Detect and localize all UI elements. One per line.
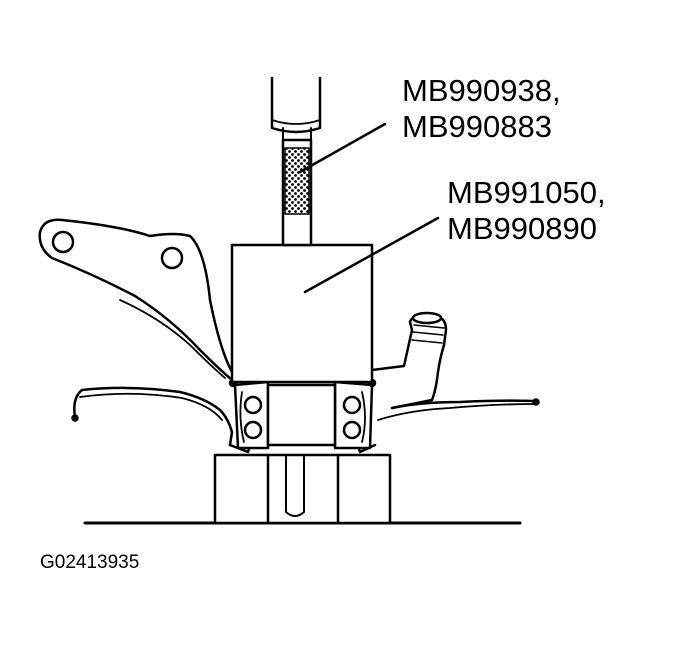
press-bar bbox=[270, 76, 322, 247]
tool-label-mb991050: MB991050, MB990890 bbox=[447, 175, 606, 247]
leader-line-2 bbox=[303, 216, 440, 294]
wheel-bearing bbox=[228, 378, 377, 450]
tool-label-line: MB990890 bbox=[447, 211, 597, 246]
figure-id: G02413935 bbox=[40, 552, 140, 573]
support-block bbox=[213, 453, 392, 525]
tool-label-line: MB990883 bbox=[402, 109, 552, 144]
tool-label-line: MB991050, bbox=[447, 175, 606, 210]
leader-line-1 bbox=[298, 122, 387, 174]
tool-label-mb990938: MB990938, MB990883 bbox=[402, 73, 561, 145]
steering-knuckle bbox=[38, 218, 540, 454]
tool-label-line: MB990938, bbox=[402, 73, 561, 108]
